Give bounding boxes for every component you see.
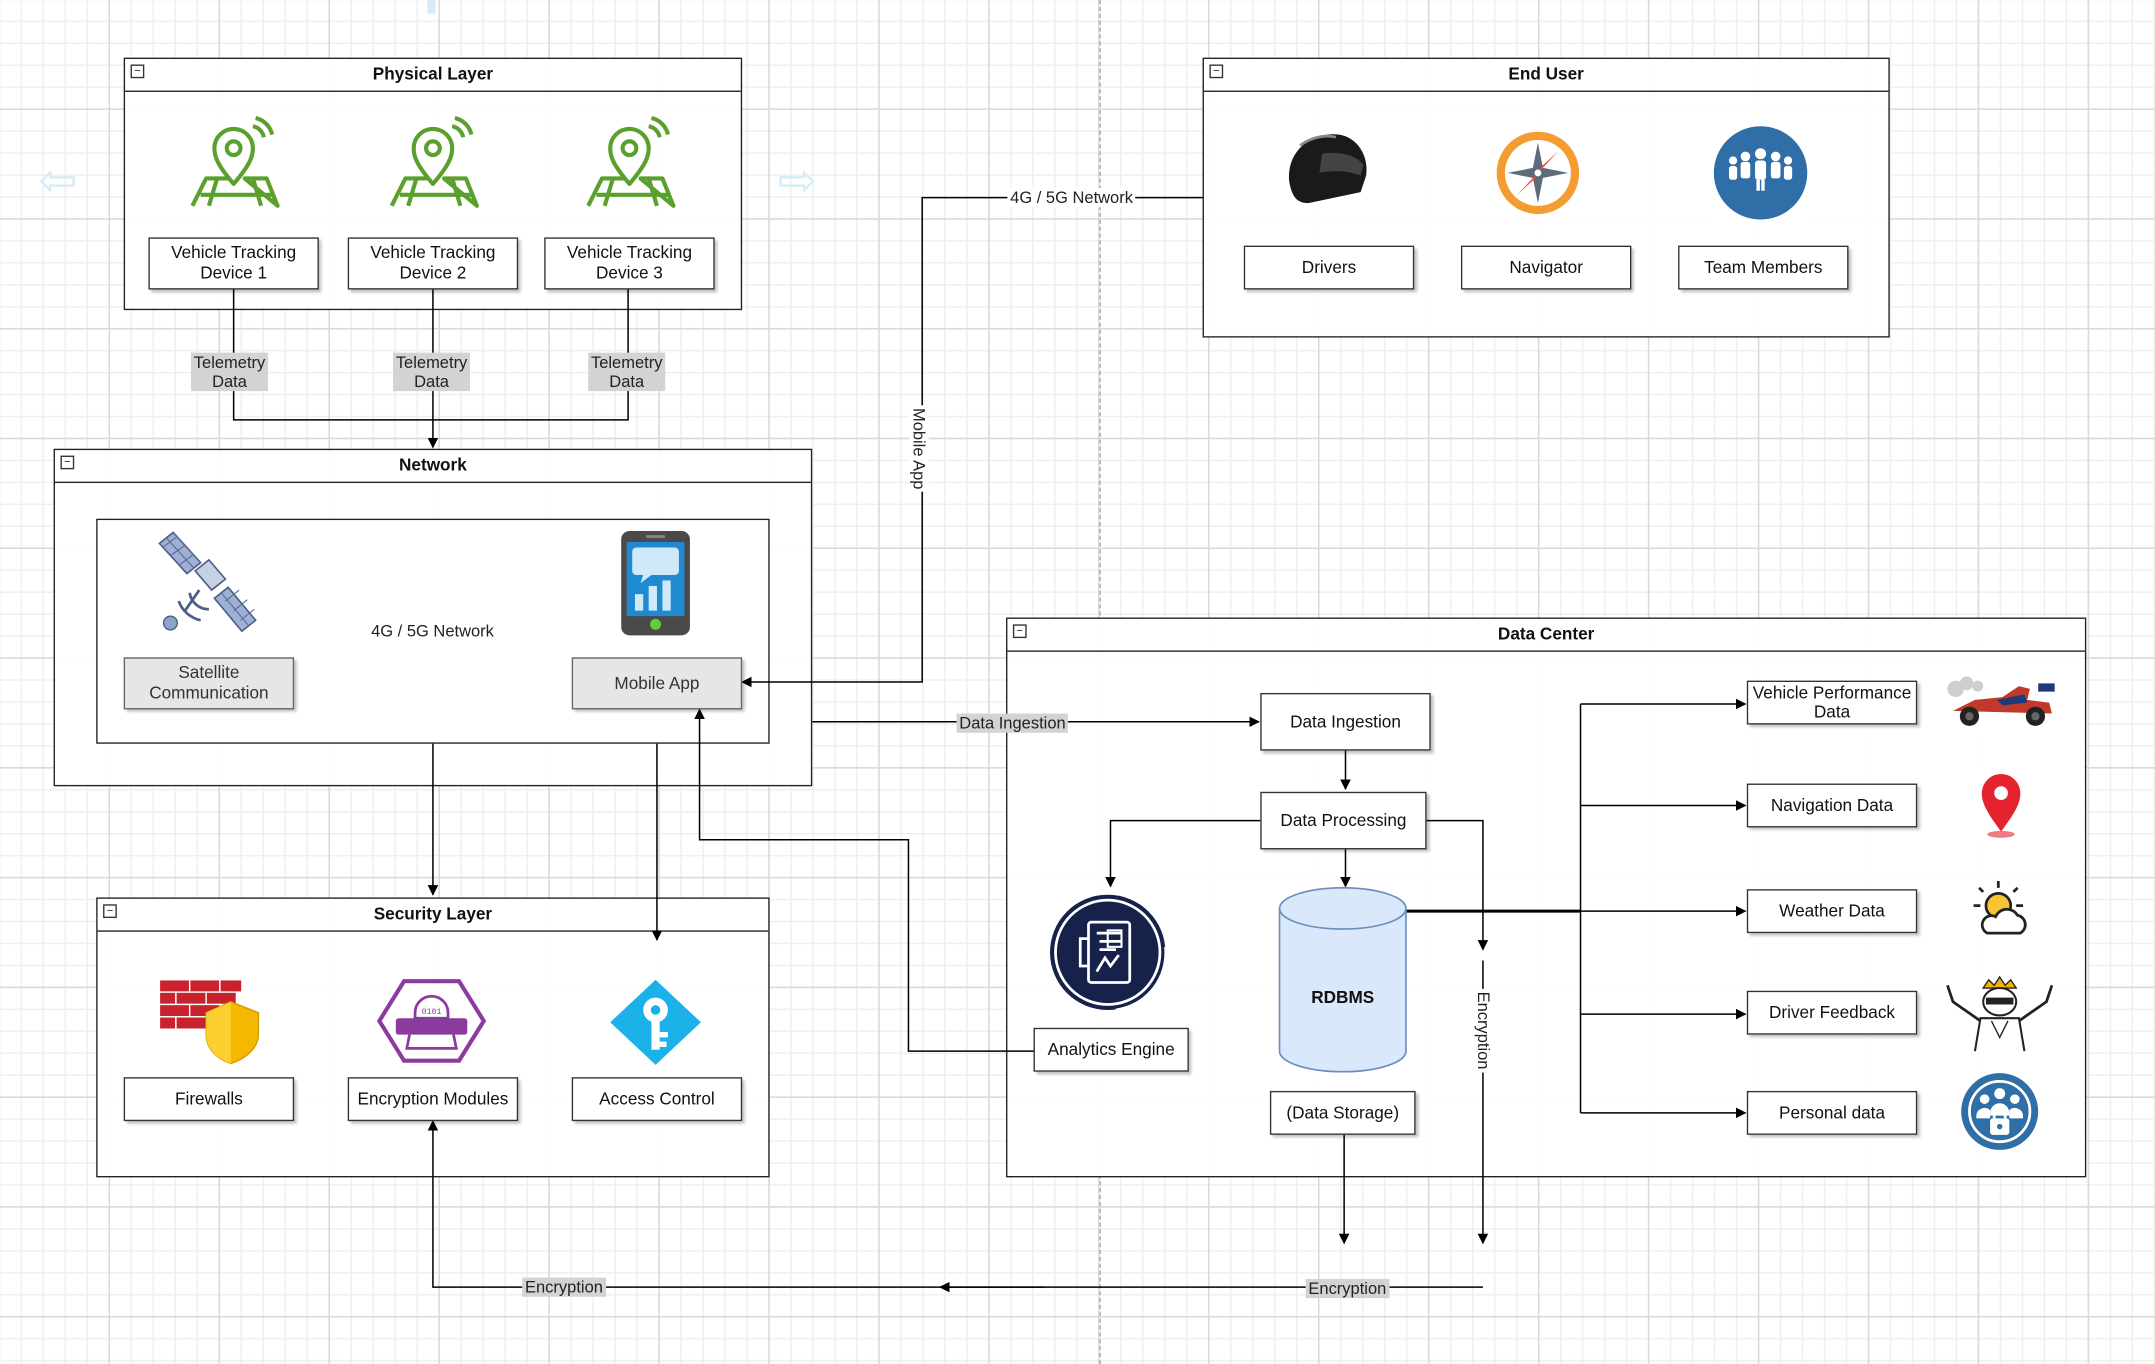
vehicle-tracking-device-1[interactable]: Vehicle Tracking Device 1 xyxy=(148,237,319,290)
guide-arrow-left-icon: ⇦ xyxy=(38,155,78,208)
edge-label-encryption-vertical: Encryption xyxy=(1473,988,1494,1073)
analytics-engine-icon xyxy=(1050,894,1168,1012)
driver-feedback-box[interactable]: Driver Feedback xyxy=(1746,990,1918,1035)
guide-arrow-right-icon: ⇨ xyxy=(777,155,818,208)
navigation-data-box[interactable]: Navigation Data xyxy=(1746,783,1918,828)
collapse-icon[interactable]: − xyxy=(60,455,75,470)
analytics-engine-box[interactable]: Analytics Engine xyxy=(1033,1027,1189,1072)
mobile-app-box[interactable]: Mobile App xyxy=(571,657,743,710)
team-members-box[interactable]: Team Members xyxy=(1678,245,1849,290)
edge-label-telemetry-2: Telemetry Data xyxy=(393,352,471,392)
edge-label-mobile-app: Mobile App xyxy=(909,405,929,493)
data-storage-box[interactable]: (Data Storage) xyxy=(1269,1090,1416,1135)
edge-label-encryption-left: Encryption xyxy=(522,1277,606,1297)
location-pin-icon xyxy=(389,116,479,208)
data-center-title: Data Center xyxy=(1007,619,2085,652)
physical-layer-title: Physical Layer xyxy=(125,59,741,92)
edge-label-network: 4G / 5G Network xyxy=(1007,187,1136,208)
compass-icon xyxy=(1492,126,1584,217)
vehicle-tracking-device-2[interactable]: Vehicle Tracking Device 2 xyxy=(347,237,519,290)
collapse-icon[interactable]: − xyxy=(1209,64,1224,79)
mobile-phone-icon xyxy=(621,531,690,636)
rdbms-cylinder[interactable] xyxy=(1277,886,1409,1075)
edge-label-encryption-right: Encryption xyxy=(1305,1278,1390,1299)
helmet-icon xyxy=(1280,126,1372,212)
collapse-icon[interactable]: − xyxy=(103,904,117,919)
location-pin-icon xyxy=(586,116,676,208)
access-control-icon xyxy=(610,979,701,1065)
collapse-icon[interactable]: − xyxy=(130,64,145,79)
svg-text:0101: 0101 xyxy=(422,1008,442,1017)
driver-feedback-icon xyxy=(1941,974,2058,1054)
satellite-communication-box[interactable]: Satellite Communication xyxy=(123,657,295,710)
drivers-box[interactable]: Drivers xyxy=(1243,245,1415,290)
navigator-box[interactable]: Navigator xyxy=(1460,245,1632,290)
end-user-title: End User xyxy=(1203,59,1889,92)
edge-label-telemetry-3: Telemetry Data xyxy=(588,352,666,392)
personal-data-lock-icon xyxy=(1961,1073,2039,1150)
guide-handle xyxy=(427,0,436,14)
security-layer-title: Security Layer xyxy=(97,899,769,932)
network-center-label: 4G / 5G Network xyxy=(371,621,494,641)
firewall-icon xyxy=(158,979,260,1065)
firewalls-box[interactable]: Firewalls xyxy=(123,1077,295,1122)
edge-label-data-ingestion: Data Ingestion xyxy=(956,713,1069,733)
race-car-icon xyxy=(1941,669,2058,733)
data-ingestion-box[interactable]: Data Ingestion xyxy=(1260,692,1431,751)
vehicle-tracking-device-3[interactable]: Vehicle Tracking Device 3 xyxy=(544,237,715,290)
weather-icon xyxy=(1973,880,2027,935)
vehicle-performance-data-box[interactable]: Vehicle Performance Data xyxy=(1746,680,1918,725)
data-processing-box[interactable]: Data Processing xyxy=(1260,791,1427,850)
edge-label-telemetry-1: Telemetry Data xyxy=(191,352,269,392)
collapse-icon[interactable]: − xyxy=(1012,624,1027,639)
encryption-module-icon: 0101 xyxy=(376,979,487,1063)
map-pin-icon xyxy=(1965,768,2037,843)
satellite-icon xyxy=(158,531,257,633)
encryption-modules-box[interactable]: Encryption Modules xyxy=(347,1077,519,1122)
personal-data-box[interactable]: Personal data xyxy=(1746,1090,1918,1135)
rdbms-label: RDBMS xyxy=(1311,988,1375,1008)
location-pin-icon xyxy=(190,116,280,208)
access-control-box[interactable]: Access Control xyxy=(571,1077,743,1122)
team-icon xyxy=(1709,123,1812,223)
weather-data-box[interactable]: Weather Data xyxy=(1746,889,1918,934)
network-title: Network xyxy=(54,450,811,484)
